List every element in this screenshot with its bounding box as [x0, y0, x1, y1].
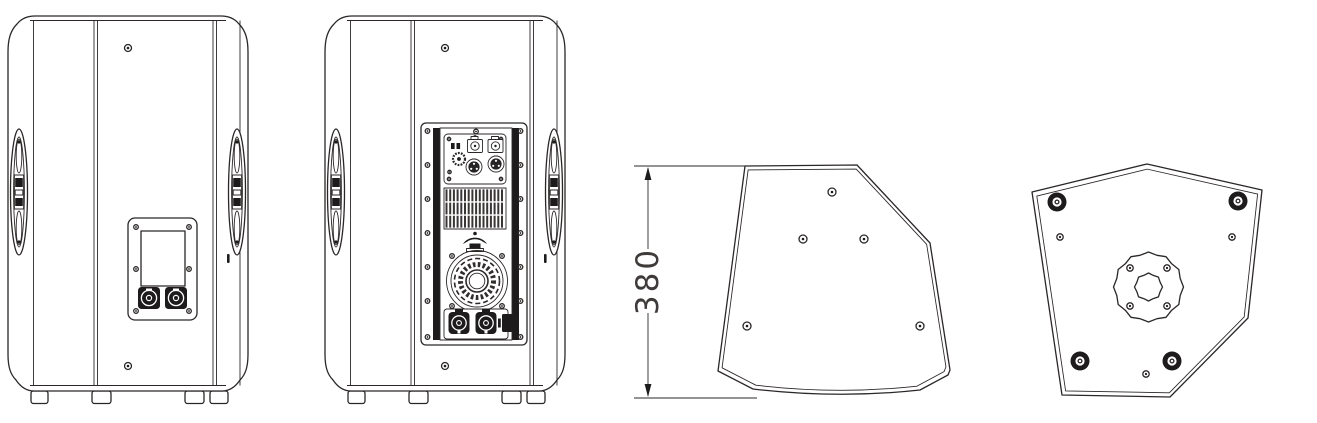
dimension-380: 380	[630, 165, 757, 399]
speaker-cabinet	[8, 16, 248, 404]
rubber-foot-icon	[1161, 350, 1183, 372]
speakon-jack-left-icon	[138, 287, 160, 309]
rubber-foot-icon	[1227, 190, 1249, 212]
control-panel	[443, 133, 507, 185]
brand-logo-icon	[463, 231, 487, 252]
rubber-foot-icon	[1046, 191, 1068, 213]
amplifier-recess	[420, 122, 528, 346]
bottom-view	[1031, 163, 1263, 398]
power-switch-icon	[498, 314, 513, 332]
cooling-fan-icon	[446, 250, 508, 312]
top-view: 380	[630, 164, 951, 399]
pole-mount-socket-icon	[1112, 251, 1185, 323]
gain-knob-icon	[451, 151, 467, 167]
powercon-inlet-icon	[448, 308, 470, 334]
label-window	[140, 230, 186, 287]
power-section	[443, 308, 513, 340]
rubber-foot-icon	[1069, 350, 1091, 372]
dip-switch-icon	[451, 143, 461, 149]
xlr-female-input-right-icon	[487, 136, 504, 153]
dimension-arrow-up	[644, 167, 652, 180]
dimension-arrow-down	[644, 384, 652, 397]
connector-plate	[127, 217, 198, 321]
top-panel-outline	[717, 164, 951, 395]
dimension-label: 380	[630, 247, 666, 315]
rear-view-passive-speaker	[8, 16, 248, 404]
speakon-jack-right-icon	[165, 287, 187, 309]
xlr-male-output-right-icon	[487, 155, 505, 173]
xlr-male-output-left-icon	[465, 158, 483, 176]
heatsink-fins	[443, 187, 507, 230]
xlr-female-input-left-icon	[467, 136, 483, 153]
rear-view-active-speaker	[325, 16, 565, 404]
powercon-outlet-icon	[475, 308, 497, 334]
